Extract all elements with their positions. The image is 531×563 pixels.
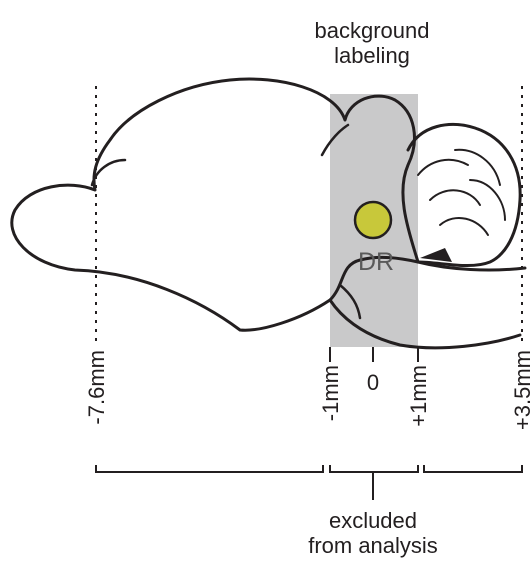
- fourth-ventricle-marking: [420, 248, 452, 262]
- left-range-bracket: [96, 465, 323, 472]
- tick-label-minus-1mm: -1mm: [318, 365, 343, 421]
- dr-label: DR: [358, 248, 394, 276]
- tick-label-zero: 0: [367, 370, 379, 395]
- header-line-2: labeling: [334, 43, 410, 68]
- axis-ticks: [330, 347, 418, 362]
- footer-line-1: excluded: [329, 508, 417, 533]
- dr-nucleus-circle: [355, 202, 391, 238]
- header-line-1: background: [315, 18, 430, 43]
- tick-label-right: +3.5mm: [510, 350, 531, 430]
- tick-label-left: -7.6mm: [84, 350, 109, 425]
- footer-line-2: from analysis: [308, 533, 438, 558]
- right-range-bracket: [424, 465, 522, 472]
- tick-label-plus-1mm: +1mm: [406, 365, 431, 427]
- range-brackets: [96, 465, 522, 500]
- brain-outline: [12, 79, 525, 348]
- excluded-range-bracket: [330, 465, 418, 472]
